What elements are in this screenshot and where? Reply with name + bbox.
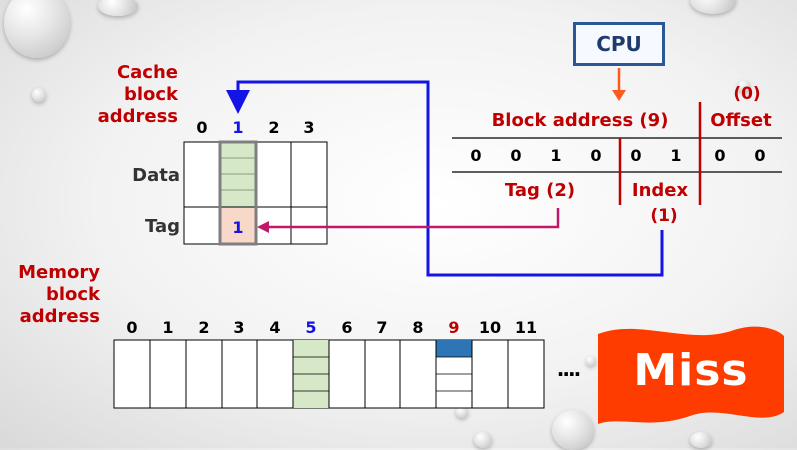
bubble-decoration: [456, 406, 468, 418]
memory-label-line-3: address: [19, 306, 100, 327]
cache-label-line-3: address: [97, 106, 178, 127]
bubble-decoration: [586, 356, 596, 366]
memory-index: 2: [198, 318, 210, 337]
miss-flag-shape: [598, 326, 784, 424]
cache-index-1: 1: [232, 118, 244, 137]
memory-block-9-highlight: [436, 340, 472, 357]
bubble-decoration: [98, 0, 138, 16]
memory-index: 4: [269, 318, 281, 337]
bubble-decoration: [690, 432, 712, 448]
cache-data-highlight: [220, 142, 256, 207]
cache-label-line-2: block: [123, 84, 178, 105]
cache-tag-value: 1: [232, 218, 244, 237]
memory-ellipsis: ····: [556, 362, 581, 386]
memory-index: 0: [126, 318, 138, 337]
memory-index: 5: [305, 318, 317, 337]
memory-block-address-label: Memory block address: [4, 262, 100, 328]
address-bit: 1: [670, 146, 682, 165]
cache-tag-highlight: [220, 207, 256, 244]
bubble-decoration: [738, 80, 750, 92]
cache-selected-block-outline: [218, 140, 258, 246]
block-address-label: Block address (9): [491, 110, 669, 131]
bubble-decoration: [32, 88, 46, 102]
memory-label-line-1: Memory: [18, 262, 100, 283]
cpu-box: CPU: [573, 22, 665, 66]
memory-index: 3: [233, 318, 245, 337]
memory-index: 11: [514, 318, 538, 337]
bubble-decoration: [474, 432, 492, 448]
cache-index-3: 3: [303, 118, 315, 137]
address-bit: 0: [470, 146, 482, 165]
cpu-arrow-head: [612, 90, 626, 101]
tag-field-label: Tag (2): [504, 180, 576, 201]
memory-index: 8: [412, 318, 424, 337]
address-bit: 0: [590, 146, 602, 165]
memory-index: 9: [448, 318, 460, 337]
bubble-decoration: [690, 0, 736, 14]
index-to-cache-arrow: [226, 80, 664, 277]
bubble-decoration: [552, 410, 594, 450]
address-bit: 0: [510, 146, 522, 165]
memory-label-line-2: block: [45, 284, 100, 305]
address-bit: 0: [714, 146, 726, 165]
memory-index: 10: [478, 318, 502, 337]
cache-label-line-1: Cache: [116, 62, 178, 83]
memory-word-lines: [293, 356, 472, 392]
tag-compare-arrow: [262, 208, 560, 229]
memory-index: 1: [162, 318, 174, 337]
cache-block-address-label: Cache block address: [92, 62, 178, 128]
tag-compare-arrow-head: [257, 221, 269, 233]
cache-index-0: 0: [196, 118, 208, 137]
address-bit: 1: [550, 146, 562, 165]
index-field-value: (1): [650, 206, 678, 226]
cache-index-2: 2: [268, 118, 280, 137]
index-field-label: Index: [631, 180, 689, 201]
memory-index: 6: [341, 318, 353, 337]
offset-label: Offset: [710, 110, 772, 131]
miss-result-label: Miss: [633, 345, 749, 396]
offset-value: (0): [733, 84, 761, 104]
address-bit: 0: [630, 146, 642, 165]
cache-data-label: Data: [132, 165, 180, 186]
cache-tag-label: Tag: [145, 216, 180, 237]
address-bit: 0: [754, 146, 766, 165]
memory-index: 7: [376, 318, 388, 337]
bubble-decoration: [4, 0, 70, 58]
